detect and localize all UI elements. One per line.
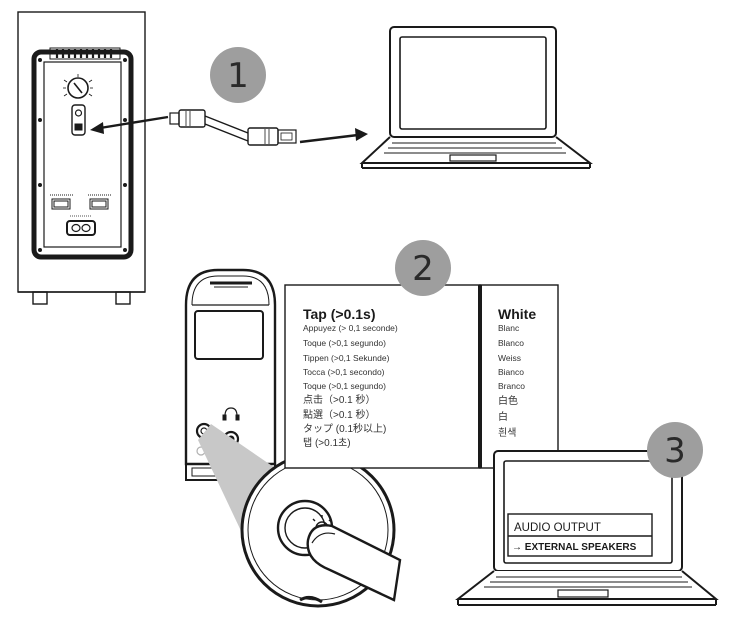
tap-line: 탭 (>0.1초) [303, 437, 351, 449]
zoom-detail [240, 452, 402, 608]
white-line: Blanc [498, 323, 520, 333]
usb-port [71, 104, 86, 136]
tap-line: Tocca (>0,1 secondo) [303, 367, 385, 377]
white-line: Bianco [498, 367, 524, 377]
white-line: Blanco [498, 338, 524, 348]
laptop-computer [359, 26, 593, 169]
white-panel [479, 284, 559, 469]
white-line: Weiss [498, 353, 521, 363]
white-line: 흰색 [498, 427, 516, 439]
volume-knob [63, 74, 93, 99]
connect-arrows [90, 115, 368, 144]
tap-line: タップ (0.1秒以上) [303, 422, 386, 435]
audio-output-label: AUDIO OUTPUT [514, 522, 601, 534]
tap-line: Toque (>0,1 segundo) [303, 381, 386, 391]
zoom-lens [198, 424, 300, 550]
laptop-screen-text: AUDIO OUTPUT → EXTERNAL SPEAKERS [512, 522, 637, 553]
step-number: 2 [412, 249, 434, 289]
tap-panel [284, 284, 481, 469]
audio-output-dialog [507, 513, 653, 557]
power-socket [66, 215, 96, 236]
tap-instructions: Tap (>0.1s) Appuyez (> 0,1 seconde) Toqu… [303, 306, 398, 449]
tap-line: Toque (>0,1 segundo) [303, 338, 386, 348]
step-badge-1: 1 [210, 47, 266, 103]
step-badge-2: 2 [395, 240, 451, 296]
step-badge-3: 3 [647, 422, 703, 478]
tap-line: Tippen (>0,1 Sekunde) [303, 353, 390, 363]
tap-heading: Tap (>0.1s) [303, 306, 376, 322]
finger [306, 524, 402, 602]
external-speakers-label: → EXTERNAL SPEAKERS [512, 542, 637, 553]
white-line: 白 [498, 410, 508, 423]
white-line: Branco [498, 381, 525, 391]
white-heading: White [498, 306, 536, 322]
instruction-booklet [284, 284, 559, 469]
speaker-back [17, 11, 146, 305]
step-number: 1 [227, 56, 249, 96]
usb-cable [169, 109, 297, 146]
step-number: 3 [664, 431, 686, 471]
audio-input-ports [50, 194, 112, 210]
white-instructions: White Blanc Blanco Weiss Bianco Branco 白… [498, 306, 536, 439]
tap-line: 點選（>0.1 秒） [303, 408, 376, 421]
tap-line: Appuyez (> 0,1 seconde) [303, 323, 398, 333]
tap-line: 点击（>0.1 秒） [303, 393, 376, 406]
laptop-audio-output [455, 450, 719, 606]
white-line: 白色 [498, 394, 518, 407]
